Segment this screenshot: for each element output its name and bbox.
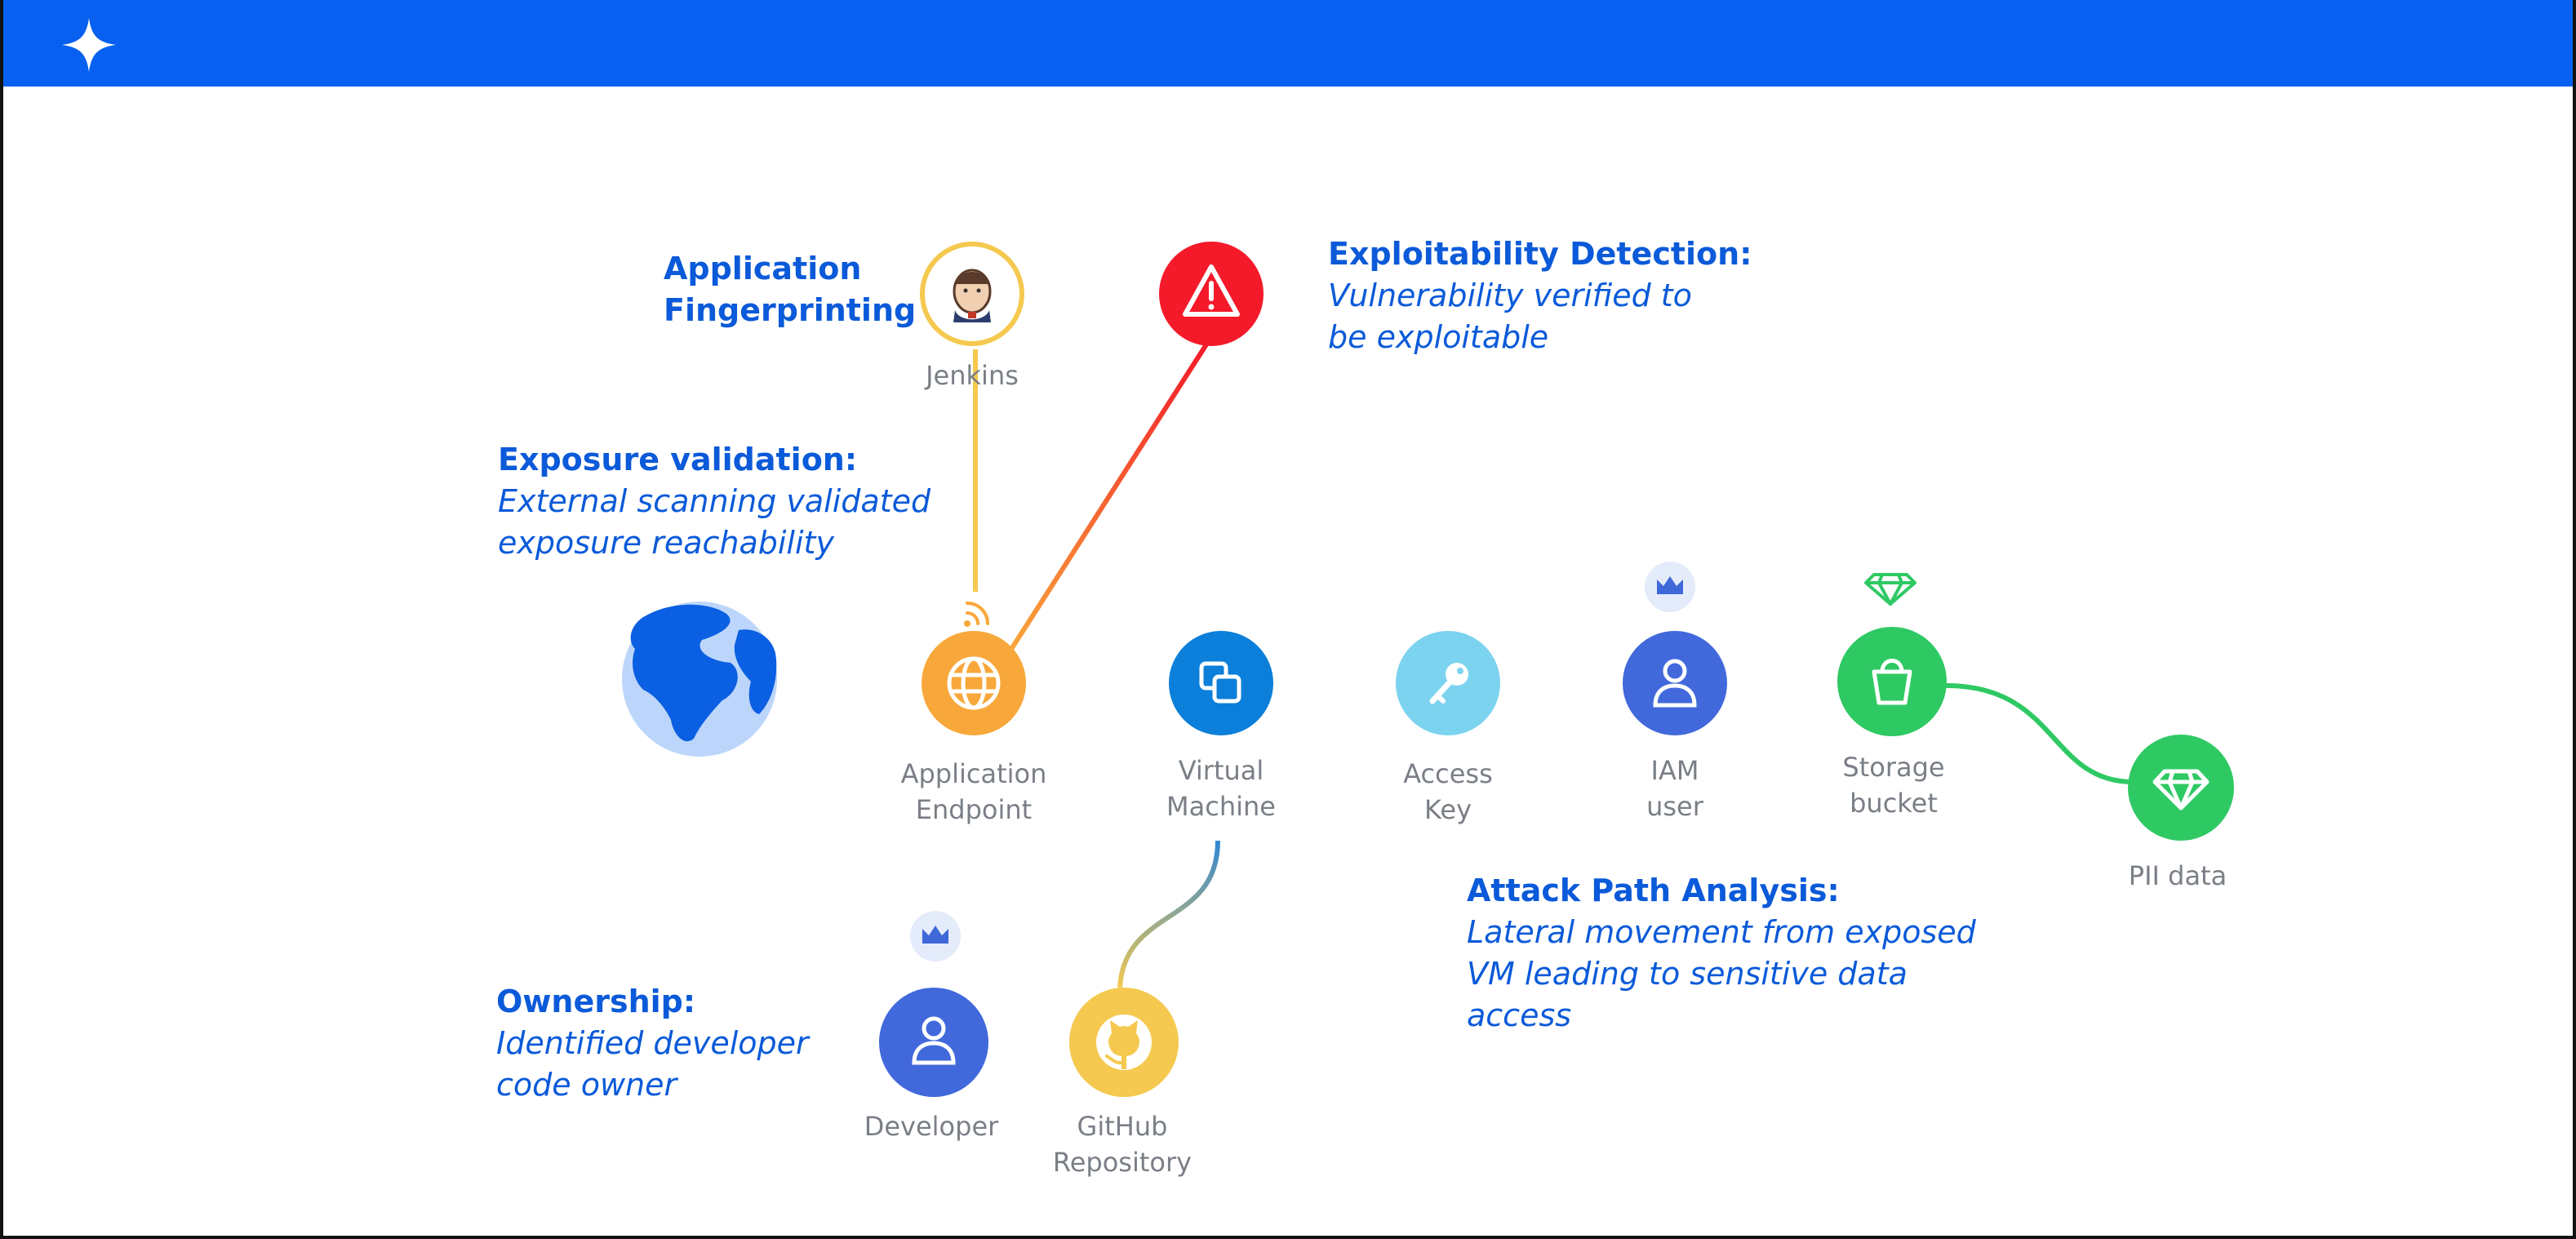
attack-path-description: Lateral movement from exposed VM leading… <box>1467 914 1976 1033</box>
node-virtual-machine[interactable] <box>1169 631 1273 735</box>
node-iam-user[interactable] <box>1623 631 1727 735</box>
attack-path-heading: Attack Path Analysis: <box>1467 873 1840 908</box>
github-icon <box>1096 1015 1152 1070</box>
key-icon <box>1429 663 1468 704</box>
node-access-key[interactable] <box>1396 631 1500 735</box>
sparkle-logo-icon <box>62 18 116 72</box>
warning-icon <box>1183 264 1240 317</box>
node-application-endpoint[interactable] <box>922 631 1026 735</box>
jenkins-icon <box>953 269 992 322</box>
application-endpoint-label: Application Endpoint <box>900 758 1047 825</box>
developer-label: Developer <box>864 1111 999 1142</box>
iam-user-label: IAM user <box>1646 755 1703 822</box>
exposure-description: External scanning validated exposure rea… <box>498 483 931 561</box>
node-github-repository[interactable] <box>1069 988 1179 1097</box>
exploitability-heading: Exploitability Detection: <box>1328 236 1752 272</box>
node-storage-bucket[interactable] <box>1837 627 1947 736</box>
jenkins-label: Jenkins <box>926 360 1019 391</box>
github-repository-label: GitHub Repository <box>1052 1111 1193 1178</box>
user-icon <box>912 1016 956 1065</box>
edge-endpoint-exploit <box>1006 343 1209 655</box>
access-key-label: Access Key <box>1403 758 1493 825</box>
gem-icon <box>2152 769 2210 810</box>
globe-icon <box>622 602 777 757</box>
crown-icon <box>1645 562 1695 612</box>
ownership-heading: Ownership: <box>496 984 696 1019</box>
edge-vm-repo <box>1117 840 1220 988</box>
exploitability-description: Vulnerability verified to be exploitable <box>1328 278 1692 355</box>
signal-icon <box>964 602 989 627</box>
crown-icon <box>910 911 961 961</box>
bucket-icon <box>1872 659 1912 705</box>
node-developer[interactable] <box>879 988 988 1097</box>
node-jenkins[interactable] <box>920 242 1024 346</box>
globe-grid-icon <box>947 656 1001 710</box>
user-icon <box>1653 659 1697 708</box>
ownership-description: Identified developer code owner <box>496 1025 809 1103</box>
gem-icon <box>1864 573 1916 606</box>
top-bar <box>3 0 2573 87</box>
virtual-machine-label: Virtual Machine <box>1166 755 1276 822</box>
fingerprinting-heading: Application Fingerprinting <box>664 251 917 328</box>
exposure-heading: Exposure validation: <box>498 442 858 477</box>
storage-bucket-label: Storage bucket <box>1842 752 1945 819</box>
copy-icon <box>1199 661 1241 704</box>
node-exploit[interactable] <box>1159 242 1264 346</box>
pii-data-label: PII data <box>2128 860 2227 891</box>
node-pii-data[interactable] <box>2128 735 2234 841</box>
edge-bucket-pii <box>1945 683 2131 784</box>
